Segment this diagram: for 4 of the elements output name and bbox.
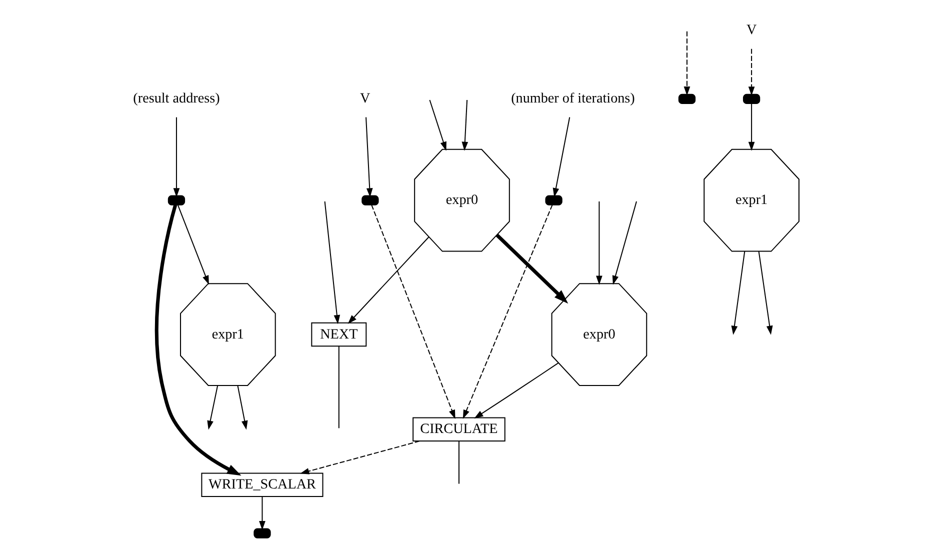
node-text: V [360,90,370,107]
node-text: (number of iterations) [511,90,635,107]
node-text: (result address) [133,90,220,107]
node-text: V [746,22,757,38]
